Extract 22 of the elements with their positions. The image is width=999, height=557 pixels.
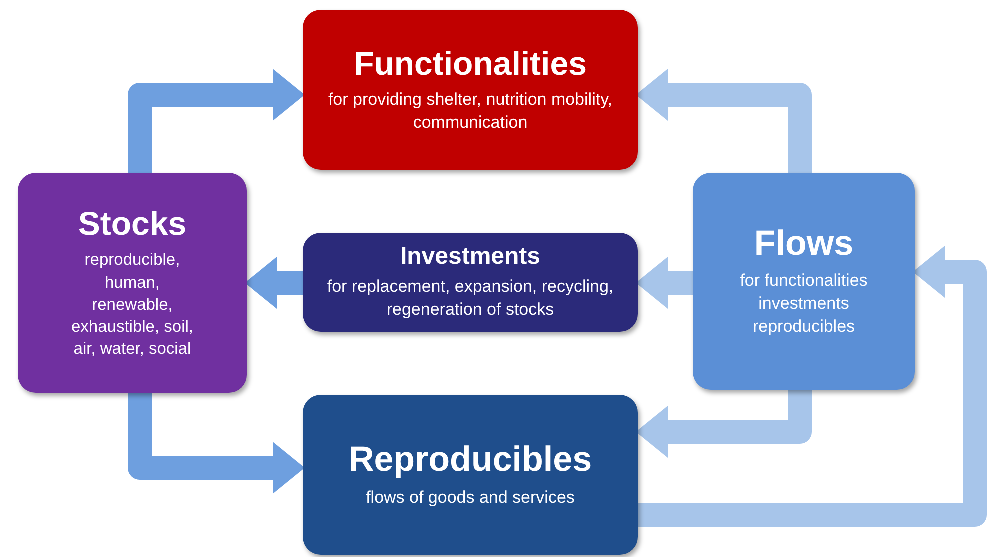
arrow (636, 257, 693, 309)
box-title: Investments (400, 242, 541, 270)
box-title: Stocks (78, 205, 187, 244)
box-description: flows of goods and services (366, 486, 575, 509)
box-title: Flows (754, 224, 854, 264)
process-box (303, 395, 638, 555)
box-description: for functionalities investments reproducibles (739, 270, 869, 338)
box-description: reproducible, human, renewable, exhaustible, soil, air, water, social (70, 250, 194, 360)
process-box (693, 173, 915, 390)
box-description: for providing shelter, nutrition mobility, communication (327, 89, 614, 134)
arrow (245, 257, 303, 309)
box-title: Functionalities (354, 45, 587, 84)
process-box (303, 10, 638, 170)
box-title: Reproducibles (348, 440, 592, 481)
arrow (636, 390, 812, 458)
arrow (128, 69, 305, 173)
process-box (303, 233, 638, 332)
arrow (636, 69, 812, 173)
process-box (18, 173, 247, 393)
arrow (128, 393, 305, 494)
arrow (638, 246, 987, 527)
box-description: for replacement, expansion, recycling, regeneration of stocks (326, 276, 615, 322)
